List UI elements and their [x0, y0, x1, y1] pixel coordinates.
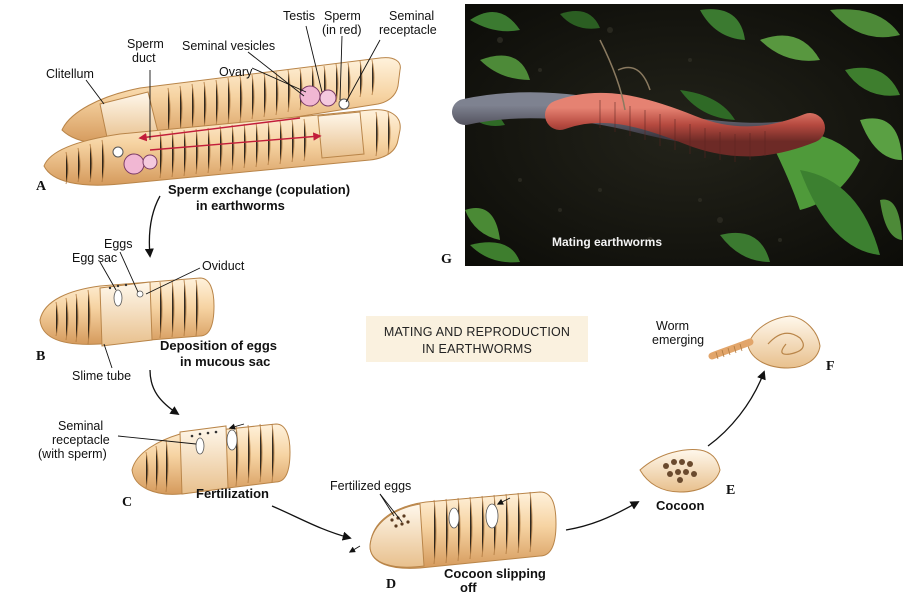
emerging-worm-segments: [715, 343, 743, 360]
panel-c: Seminal receptacle (with sperm) C Fertil…: [38, 419, 291, 510]
seminal-vesicles-a2: [123, 153, 145, 175]
photo-leaves: [465, 9, 902, 263]
worm-inside-f: [767, 332, 804, 355]
egg-sac-c: [226, 429, 238, 451]
label-receptacle-1: Seminal: [389, 9, 434, 23]
caption-e: Cocoon: [656, 498, 704, 513]
egg-sac-b: [113, 289, 123, 307]
sperm-dots-c: [190, 430, 218, 438]
panel-b-leaders: [99, 251, 201, 369]
receptacle-c: [195, 437, 205, 455]
label-receptacle-c-1: Seminal: [58, 419, 103, 433]
cocoon-d: [369, 503, 425, 568]
worm-c-segments: [145, 423, 275, 493]
clitellum-b: [99, 281, 153, 347]
seminal-receptacle-a2: [112, 146, 124, 158]
panel-letter-c: C: [122, 495, 132, 510]
panel-d: Fertilized eggs D Cocoon slipping off: [330, 479, 557, 595]
panel-letter-e: E: [726, 483, 735, 498]
label-seminal-vesicles: Seminal vesicles: [182, 39, 275, 53]
label-sperm-1: Sperm: [324, 9, 361, 23]
label-testis: Testis: [283, 9, 315, 23]
arrow-e-to-f: [707, 370, 766, 447]
label-egg-sac: Egg sac: [72, 251, 117, 265]
pores-b: [108, 283, 128, 290]
arrow-d-to-e: [565, 501, 640, 531]
fertilized-eggs-dots: [390, 514, 410, 528]
testis-a: [319, 89, 337, 107]
worm-a-front-segments: [65, 111, 391, 185]
emerging-worm-f: [708, 338, 754, 360]
label-eggs: Eggs: [104, 237, 133, 251]
caption-a-line1: Sperm exchange (copulation): [168, 182, 350, 197]
title-box: [366, 316, 588, 362]
seminal-vesicles-a: [299, 85, 321, 107]
receptacle-d: [448, 507, 460, 529]
caption-c: Fertilization: [196, 486, 269, 501]
testis-a2: [142, 154, 158, 170]
label-fertilized-eggs: Fertilized eggs: [330, 479, 411, 493]
label-sperm-duct-2: duct: [132, 51, 156, 65]
diagram-title: MATING AND REPRODUCTION IN EARTHWORMS: [366, 316, 588, 362]
arrow-a-to-b: [144, 195, 161, 258]
clitellum-c: [179, 425, 229, 495]
clitellum-a-front: [317, 111, 365, 159]
panel-a: Clitellum Sperm duct Seminal vesicles Ov…: [36, 9, 437, 213]
label-sperm-duct-1: Sperm: [127, 37, 164, 51]
label-slime-tube: Slime tube: [72, 369, 131, 383]
caption-b-line2: in mucous sac: [180, 354, 270, 369]
panel-a-leaders: [85, 25, 381, 140]
label-ovary: Ovary: [219, 65, 253, 79]
sperm-duct-line-1: [138, 117, 301, 142]
label-worm-2: emerging: [652, 333, 704, 347]
panel-letter-g: G: [441, 252, 452, 267]
panel-d-leaders: [348, 493, 511, 553]
eggs-b: [136, 290, 144, 298]
cocoon-f: [747, 315, 821, 369]
panel-c-leaders: [117, 423, 245, 445]
sperm-duct-line-2: [149, 132, 322, 151]
title-line2: IN EARTHWORMS: [422, 342, 532, 356]
worm-b-segments: [55, 279, 199, 345]
panel-b: Eggs Egg sac Oviduct Slime tube B Deposi…: [36, 237, 277, 383]
arrow-c-to-d: [271, 505, 352, 541]
panel-letter-a: A: [36, 179, 47, 194]
caption-b-line1: Deposition of eggs: [160, 338, 277, 353]
title-line1: MATING AND REPRODUCTION: [384, 325, 570, 339]
caption-a-line2: in earthworms: [196, 198, 285, 213]
caption-d-line2: off: [460, 580, 477, 595]
label-sperm-2: (in red): [322, 23, 362, 37]
label-receptacle-2: receptacle: [379, 23, 437, 37]
label-oviduct: Oviduct: [202, 259, 245, 273]
label-receptacle-c-2: receptacle: [52, 433, 110, 447]
flow-arrows: [144, 195, 766, 541]
photo-twig: [599, 39, 651, 111]
label-worm-1: Worm: [656, 319, 689, 333]
panel-f: Worm emerging F: [652, 315, 835, 374]
egg-sac-d: [485, 503, 499, 529]
photo-caption: Mating earthworms: [552, 235, 662, 249]
label-clitellum: Clitellum: [46, 67, 94, 81]
panel-letter-f: F: [826, 359, 835, 374]
panel-letter-d: D: [386, 577, 396, 592]
seminal-receptacle-a: [338, 98, 350, 110]
cocoon-eggs-e: [663, 459, 697, 483]
panel-e: E Cocoon: [639, 449, 735, 513]
photo-panel-g: Mating earthworms: [452, 4, 903, 266]
photo-worm-segments: [599, 100, 766, 162]
arrow-b-to-c: [149, 369, 180, 416]
label-receptacle-c-3: (with sperm): [38, 447, 107, 461]
caption-d-line1: Cocoon slipping: [444, 566, 546, 581]
panel-letter-b: B: [36, 349, 45, 364]
